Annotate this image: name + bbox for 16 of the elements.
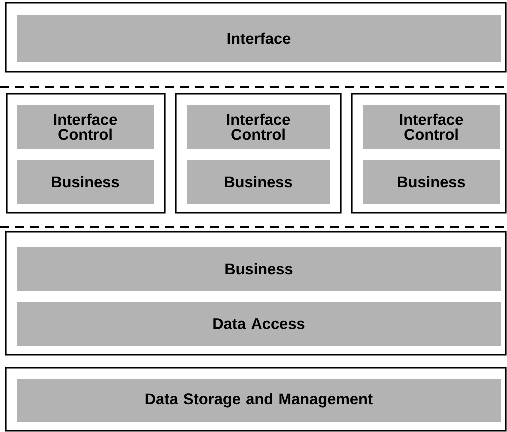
layer-box: Data Storage and Management [17,379,501,422]
tier-frame [351,93,507,214]
layer-box: Business [17,160,154,204]
layer-box: Interface [17,15,501,62]
tier-frame [175,93,342,214]
layer-box: Interface Control [187,105,330,149]
layer-box: Data Access [17,302,501,346]
layer-box: Business [187,160,330,204]
layer-box: Business [17,247,501,291]
tier-frame [5,367,507,432]
layer-box: Business [363,160,500,204]
tier-frame [6,93,166,214]
layer-box: Interface Control [17,105,154,149]
tier-frame [5,231,507,356]
layer-box: Interface Control [363,105,500,149]
tier-frame [5,2,507,73]
